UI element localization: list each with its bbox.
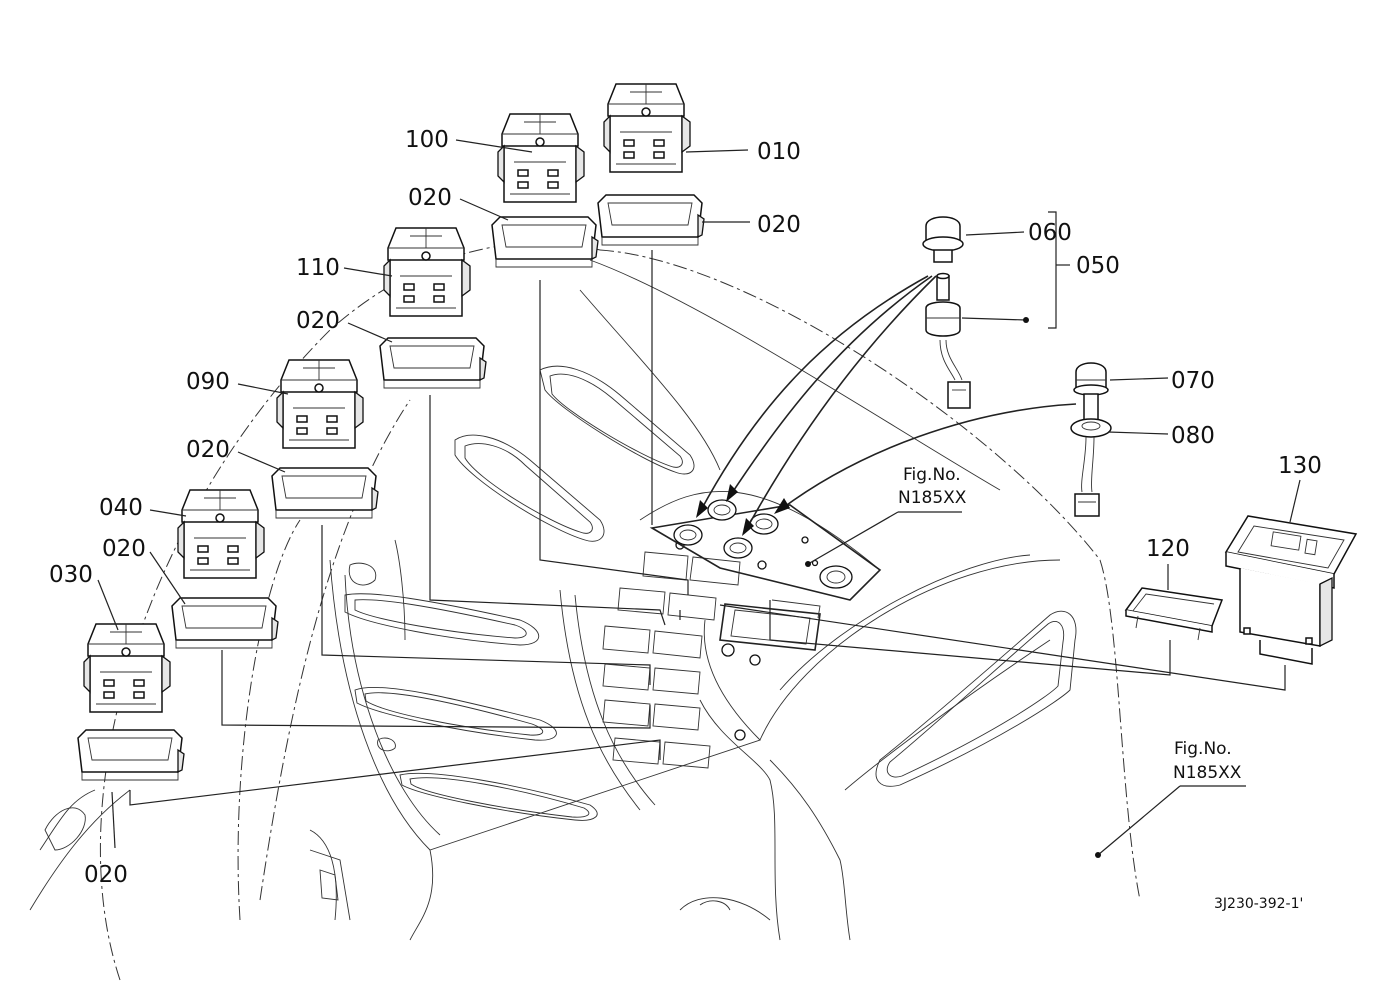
bulb-060 bbox=[922, 216, 964, 263]
label-110: 110 bbox=[296, 255, 340, 281]
switch-100 bbox=[497, 113, 585, 203]
figure-reference-upper: Fig.No. N185XX bbox=[898, 465, 967, 508]
label-020: 020 bbox=[757, 212, 801, 238]
dashboard-outline bbox=[29, 242, 1141, 981]
bracket-050 bbox=[961, 211, 1070, 329]
label-030: 030 bbox=[49, 562, 93, 588]
label-130: 130 bbox=[1278, 453, 1322, 479]
switch-040 bbox=[177, 489, 265, 579]
label-020: 020 bbox=[408, 185, 452, 211]
bezel-020-for-010 bbox=[597, 194, 705, 246]
switch-010 bbox=[603, 83, 691, 173]
switch-090 bbox=[276, 359, 364, 449]
part-labels: 010 020 100 020 110 020 090 020 040 020 … bbox=[49, 127, 1322, 888]
switch-030 bbox=[83, 623, 171, 713]
fig-ref-number: N185XX bbox=[898, 488, 967, 508]
bezel-020-for-100 bbox=[491, 216, 599, 268]
assembly-lines bbox=[129, 250, 1286, 806]
label-090: 090 bbox=[186, 369, 230, 395]
bulb-arrow-070 bbox=[774, 403, 1077, 514]
drawing-code: 3J230-392-1' bbox=[1214, 896, 1303, 912]
display-130 bbox=[1224, 515, 1358, 665]
label-100: 100 bbox=[405, 127, 449, 153]
cover-120 bbox=[1124, 587, 1224, 641]
label-060: 060 bbox=[1028, 220, 1072, 246]
fig-ref-number: N185XX bbox=[1173, 763, 1242, 783]
label-080: 080 bbox=[1171, 423, 1215, 449]
label-020: 020 bbox=[296, 308, 340, 334]
label-010: 010 bbox=[757, 139, 801, 165]
label-050: 050 bbox=[1076, 253, 1120, 279]
bezel-020-for-090 bbox=[271, 467, 379, 519]
switch-cutouts bbox=[602, 540, 821, 769]
label-020: 020 bbox=[102, 536, 146, 562]
label-020: 020 bbox=[84, 862, 128, 888]
indicator-plate bbox=[649, 499, 882, 601]
label-120: 120 bbox=[1146, 536, 1190, 562]
label-070: 070 bbox=[1171, 368, 1215, 394]
bezel-020-for-030 bbox=[77, 729, 185, 781]
leader-lines bbox=[97, 139, 1301, 858]
bulb-070 bbox=[1073, 362, 1109, 396]
grommet-080 bbox=[1070, 393, 1112, 517]
bezel-020-for-110 bbox=[379, 337, 487, 389]
label-020: 020 bbox=[186, 437, 230, 463]
fig-ref-label: Fig.No. bbox=[903, 465, 961, 485]
socket-050 bbox=[925, 272, 971, 409]
fig-ref-label: Fig.No. bbox=[1174, 739, 1232, 759]
label-040: 040 bbox=[99, 495, 143, 521]
bezel-020-for-040 bbox=[171, 597, 279, 649]
bulb-arrows bbox=[696, 275, 937, 536]
switch-110 bbox=[383, 227, 471, 317]
figure-reference-lower: Fig.No. N185XX bbox=[1173, 739, 1242, 783]
